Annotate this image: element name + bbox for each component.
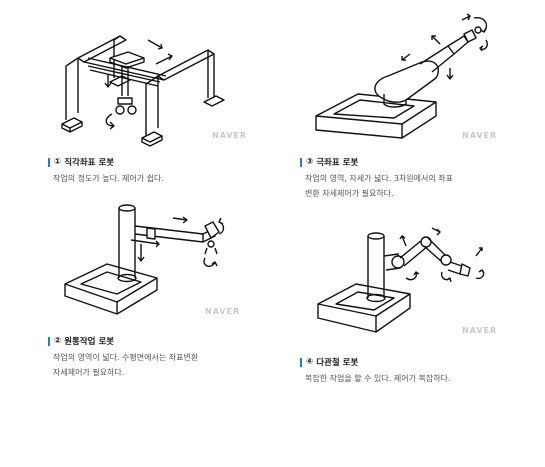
caption-body: 작업의 영역, 자세가 넓다. 3차원에서의 좌표 변환 자세제어가 필요하다. (300, 171, 453, 201)
accent-bar (300, 357, 302, 367)
caption-cylindrical: ② 원통작업 로봇 작업의 영역이 넓다. 수평면에서는 좌표변환 자세제어가 … (48, 335, 198, 380)
caption-title: ③ 극좌표 로봇 (300, 156, 453, 168)
caption-title-text: 다관절 로봇 (316, 358, 359, 368)
accent-bar (300, 157, 302, 167)
caption-number: ① (54, 157, 62, 167)
caption-line: 변환 자세제어가 필요하다. (305, 189, 394, 198)
caption-body: 작업의 영역이 넓다. 수평면에서는 좌표변환 자세제어가 필요하다. (48, 350, 198, 380)
caption-articulated: ④ 다관절 로봇 복잡한 작업을 할 수 있다. 제어가 복잡하다. (300, 356, 450, 386)
caption-number: ④ (306, 357, 314, 367)
caption-line: 자세제어가 필요하다. (53, 368, 125, 377)
cartesian-robot-illustration (48, 18, 248, 148)
caption-title-text: 극좌표 로봇 (316, 158, 359, 168)
watermark-2: NAVER (205, 307, 241, 316)
polar-robot-illustration (310, 12, 500, 142)
accent-bar (48, 157, 50, 167)
caption-line: 작업의 정도가 높다. 제어가 쉽다. (53, 174, 164, 183)
accent-bar (48, 336, 50, 346)
caption-number: ③ (306, 157, 314, 167)
caption-title-text: 원통작업 로봇 (64, 337, 115, 347)
caption-line: 복잡한 작업을 할 수 있다. 제어가 복잡하다. (305, 374, 451, 383)
caption-line: 작업의 영역이 넓다. 수평면에서는 좌표변환 (53, 353, 199, 362)
caption-number: ② (54, 336, 62, 346)
watermark-1: NAVER (212, 131, 248, 140)
caption-title: ④ 다관절 로봇 (300, 356, 450, 368)
cylindrical-robot-illustration (55, 198, 245, 318)
caption-cartesian: ① 직각좌표 로봇 작업의 정도가 높다. 제어가 쉽다. (48, 156, 164, 186)
caption-title-text: 직각좌표 로봇 (64, 158, 115, 168)
caption-title: ② 원통작업 로봇 (48, 335, 198, 347)
caption-body: 작업의 정도가 높다. 제어가 쉽다. (48, 171, 164, 186)
caption-polar: ③ 극좌표 로봇 작업의 영역, 자세가 넓다. 3차원에서의 좌표 변환 자세… (300, 156, 453, 201)
caption-title: ① 직각좌표 로봇 (48, 156, 164, 168)
caption-line: 작업의 영역, 자세가 넓다. 3차원에서의 좌표 (305, 174, 454, 183)
watermark-4: NAVER (462, 326, 498, 335)
caption-body: 복잡한 작업을 할 수 있다. 제어가 복잡하다. (300, 371, 450, 386)
articulated-robot-illustration (310, 220, 500, 340)
watermark-3: NAVER (462, 131, 498, 140)
